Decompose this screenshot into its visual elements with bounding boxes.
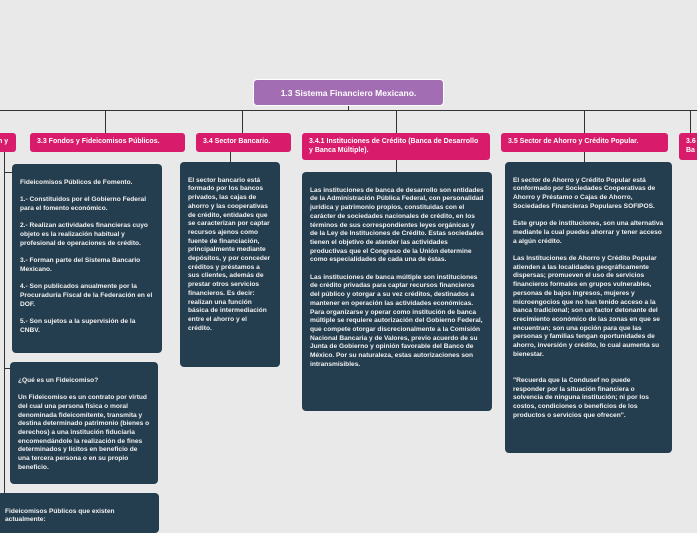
card-ahorro-text: El sector de Ahorro y Crédito Popular es… [513, 176, 664, 419]
topic-ahorro-credito-popular[interactable]: 3.5 Sector de Ahorro y Crédito Popular. [501, 133, 668, 152]
root-connector [348, 106, 350, 111]
card-fideicomisos-fomento: Fideicomisos Públicos de Fomento. 1.- Co… [12, 164, 162, 353]
topic-ahorro-label: 3.5 Sector de Ahorro y Crédito Popular. [508, 138, 639, 146]
card-sector-bancario-text: El sector bancario está formado por los … [188, 176, 271, 332]
topic-sector-bancario-label: 3.4 Sector Bancario. [203, 138, 271, 146]
connector-t34 [242, 110, 244, 134]
root-topic-label: 1.3 Sistema Financiero Mexicano. [280, 87, 417, 98]
card-instituciones-credito: Las instituciones de banca de desarrollo… [302, 172, 492, 411]
connector-card-sector [230, 152, 232, 162]
card-instituciones-text: Las instituciones de banca de desarrollo… [310, 186, 484, 368]
topic-3-6-partial[interactable]: 3.6 Ba [679, 133, 697, 160]
card-que-es-fideicomiso: ¿Qué es un Fideicomiso? Un Fideicomiso e… [10, 362, 158, 484]
subtree-line-t33 [4, 152, 6, 520]
topic-3-6-label: 3.6 Ba [686, 137, 696, 154]
connector-card-ahorro [584, 152, 586, 162]
topic-fondos-label: 3.3 Fondos y Fideicomisos Públicos. [37, 138, 160, 146]
root-topic[interactable]: 1.3 Sistema Financiero Mexicano. [253, 79, 444, 106]
card-existen-text: Fideicomisos Públicos que existen actual… [5, 507, 115, 524]
connector-t35 [584, 110, 586, 134]
card-fideicomisos-text: Fideicomisos Públicos de Fomento. 1.- Co… [20, 178, 153, 334]
card-sector-bancario: El sector bancario está formado por los … [180, 162, 280, 367]
card-fideicomisos-existen: Fideicomisos Públicos que existen actual… [0, 493, 159, 533]
connector-t341 [396, 110, 398, 134]
connector-card-instituciones [396, 160, 398, 172]
card-ahorro-credito-popular: El sector de Ahorro y Crédito Popular es… [505, 162, 672, 453]
connector-t36 [690, 110, 692, 134]
connector-card-fideicomisos [4, 172, 12, 174]
topic-fondos-fideicomisos[interactable]: 3.3 Fondos y Fideicomisos Públicos. [30, 133, 185, 152]
card-que-es-text: ¿Qué es un Fideicomiso? Un Fideicomiso e… [18, 376, 150, 471]
topic-instituciones-label: 3.4.1 Instituciones de Crédito (Banca de… [309, 137, 479, 154]
connector-card-que-es [4, 368, 10, 370]
topic-left-partial[interactable]: n y [0, 133, 16, 152]
topic-sector-bancario[interactable]: 3.4 Sector Bancario. [196, 133, 291, 152]
topic-instituciones-credito[interactable]: 3.4.1 Instituciones de Crédito (Banca de… [302, 133, 490, 160]
connector-t33 [105, 110, 107, 134]
topic-left-label: n y [0, 138, 9, 146]
main-branch-line [0, 110, 697, 112]
